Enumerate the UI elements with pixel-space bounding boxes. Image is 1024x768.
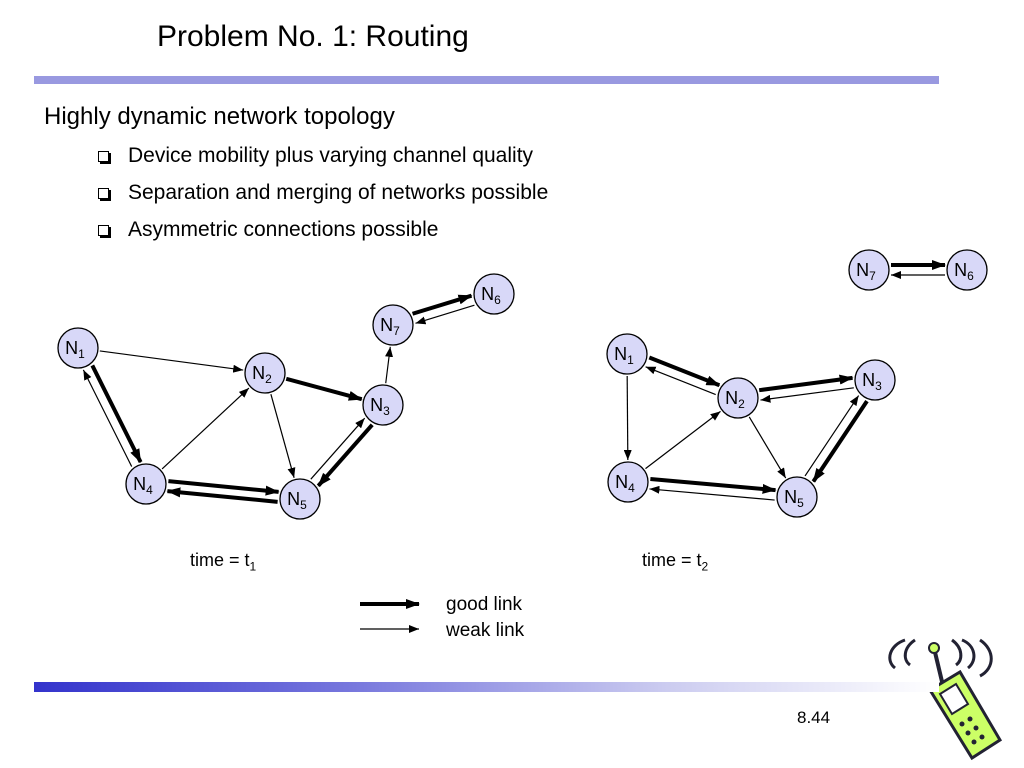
weak-link-t2-n5-n4 [649,485,775,501]
node-t1-n4: N4 [125,463,167,505]
good-link-t2-n3-n5 [811,399,869,483]
weak-link-t1-n6-n7 [415,304,475,325]
weak-link-t2-n3-n2 [760,387,854,403]
good-link-t2-n1-n2 [648,355,721,388]
weak-link-t1-n4-n2 [161,387,250,470]
node-t2-n7: N7 [848,249,890,291]
node-t1-n7: N7 [372,304,414,346]
good-link-t1-n2-n3 [285,376,363,402]
time-label-t2: time = t2 [642,550,709,574]
links-layer [82,260,946,504]
weak-link-t1-n4-n1 [82,369,133,467]
node-label: N1 [65,338,85,361]
node-label: N5 [287,489,307,512]
good-link-t1-n5-n4 [166,487,278,504]
node-label: N1 [614,344,634,367]
node-label: N4 [615,472,635,495]
legend-good-link-label: good link [446,594,523,615]
node-label: N4 [133,474,153,497]
node-t2-n1: N1 [606,333,648,375]
time-label-t1: time = t1 [190,550,257,574]
page-number: 8.44 [797,708,831,727]
weak-link-t1-n1-n2 [99,350,244,373]
weak-link-t1-n3-n7 [385,346,394,384]
node-label: N7 [380,315,400,338]
checkbox-bullet-icon [98,188,109,199]
mobile-phone-icon [888,638,1003,761]
node-label: N6 [481,284,501,307]
weak-link-t2-n2-n5 [748,416,787,479]
bullet-item: Device mobility plus varying channel qua… [98,143,548,180]
footer-divider [34,682,939,692]
node-label: N2 [725,388,745,411]
weak-link-t2-n4-n2 [645,410,721,470]
node-label: N2 [252,363,272,386]
node-t1-n6: N6 [473,273,515,315]
node-label: N7 [856,260,876,283]
node-label: N3 [370,395,390,418]
bullet-item: Asymmetric connections possible [98,217,548,254]
weak-link-t2-n2-n1 [645,366,716,396]
node-t1-n2: N2 [244,352,286,394]
good-link-t1-n4-n5 [168,479,280,496]
good-link-t2-n2-n3 [758,374,854,393]
node-t1-n1: N1 [57,327,99,369]
legend-weak-link-label: weak link [446,620,525,641]
good-link-t1-n3-n5 [316,423,374,488]
node-t2-n4: N4 [607,461,649,503]
bullet-item: Separation and merging of networks possi… [98,180,548,217]
good-link-t1-n7-n6 [411,293,473,316]
node-label: N5 [784,487,804,510]
node-t1-n5: N5 [279,478,321,520]
node-t2-n5: N5 [776,476,818,518]
node-t2-n2: N2 [717,377,759,419]
bullet-list: Device mobility plus varying channel qua… [98,143,548,254]
weak-link-t1-n2-n5 [270,394,296,478]
slide-title: Problem No. 1: Routing [157,20,469,53]
node-t2-n3: N3 [854,359,896,401]
node-t2-n6: N6 [946,249,988,291]
node-label: N6 [954,260,974,283]
main-heading: Highly dynamic network topology [44,103,395,130]
node-label: N3 [862,370,882,393]
checkbox-bullet-icon [98,151,109,162]
weak-link-t2-n5-n3 [804,395,860,477]
node-t1-n3: N3 [362,384,404,426]
title-divider [34,76,939,84]
checkbox-bullet-icon [98,225,109,236]
weak-link-t2-n1-n4 [623,375,632,461]
good-link-t2-n4-n5 [650,476,777,494]
weak-link-t1-n5-n3 [310,417,366,480]
good-link-t1-n1-n4 [90,364,143,463]
